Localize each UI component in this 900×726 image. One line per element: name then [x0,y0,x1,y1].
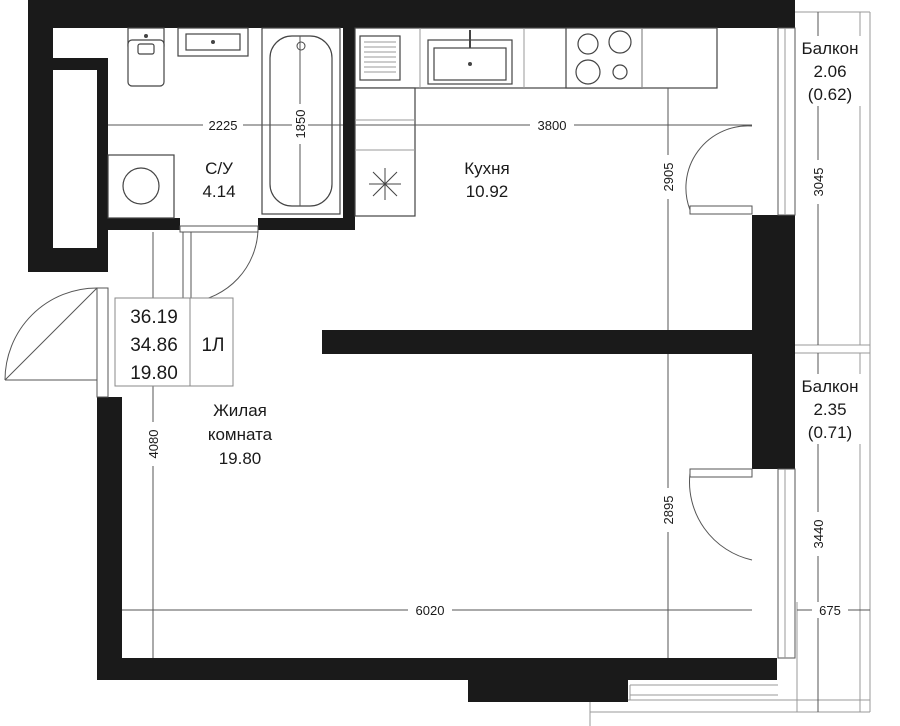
living-balcony-door[interactable] [689,468,753,561]
dim-bathtub-length: 1850 [293,110,308,139]
kitchen-area: 10.92 [466,182,509,201]
doors [4,125,753,561]
washing-machine-icon [107,154,175,219]
kitchen-balcony-door[interactable] [685,125,753,215]
wall-closet-bottom [28,248,108,272]
balcony-top-area: 2.06 [813,62,846,81]
dim-living-inner-depth: 2895 [661,496,676,525]
living-area-label: 19.80 [219,449,262,468]
sink-icon [177,27,249,57]
dim-balcony-width: 675 [819,603,841,618]
kitchen-sink-icon [427,30,513,85]
radiator-icon [359,35,401,81]
bathroom-area: 4.14 [202,182,235,201]
wall-bottom [97,658,777,680]
balcony-top-name: Балкон [801,39,858,58]
toilet-icon [127,27,165,87]
walls [28,0,795,702]
dim-bathroom-width: 2225 [209,118,238,133]
apartment-type: 1Л [201,335,224,356]
wall-left-lower [97,397,122,680]
wall-right-top [780,0,795,28]
living-area: 19.80 [130,363,178,384]
dimension-labels: 2225 1850 3800 2905 3045 4080 2895 6020 … [145,104,848,618]
kitchen-name: Кухня [464,159,510,178]
balcony-bottom-reduced: (0.71) [808,423,852,442]
dim-kitchen-depth: 2905 [661,163,676,192]
balcony-bottom-area: 2.35 [813,400,846,419]
kitchen-fixtures [354,27,718,217]
dim-balcony-bottom-length: 3440 [811,520,826,549]
wall-left-upper [28,0,53,272]
total-area: 36.19 [130,307,178,328]
balcony-bottom-name: Балкон [801,377,858,396]
dim-balcony-top-length: 3045 [811,168,826,197]
stove-icon [565,27,643,89]
dim-kitchen-width: 3800 [538,118,567,133]
apartment-summary: 36.19 34.86 19.80 1Л [114,297,234,387]
dim-living-depth: 4080 [146,430,161,459]
bathroom-door[interactable] [179,225,259,303]
wall-closet-top [53,58,108,70]
wall-bath-bottom [108,218,180,230]
wall-closet-right [97,58,108,272]
wall-bath-bottom-right [258,218,355,230]
living-name-line1: Жилая [213,401,267,420]
wall-kitchen-living [322,330,795,354]
windows [96,27,796,659]
bathroom-name: С/У [205,159,233,178]
wall-top [28,0,795,28]
area-without-balcony: 34.86 [130,335,178,356]
balcony-top-reduced: (0.62) [808,85,852,104]
wall-bottom-step [468,680,628,702]
wall-bath-right [343,28,355,230]
dim-living-width: 6020 [416,603,445,618]
entrance-door[interactable] [4,287,98,381]
room-labels: С/У 4.14 Кухня 10.92 Жилая комната 19.80… [202,36,862,468]
living-name-line2: комната [208,425,273,444]
wall-right-upper-pillar [752,215,795,354]
boiler-icon [369,168,401,200]
wall-right-lower-pillar [752,354,795,469]
balcony-outlines [589,11,871,726]
